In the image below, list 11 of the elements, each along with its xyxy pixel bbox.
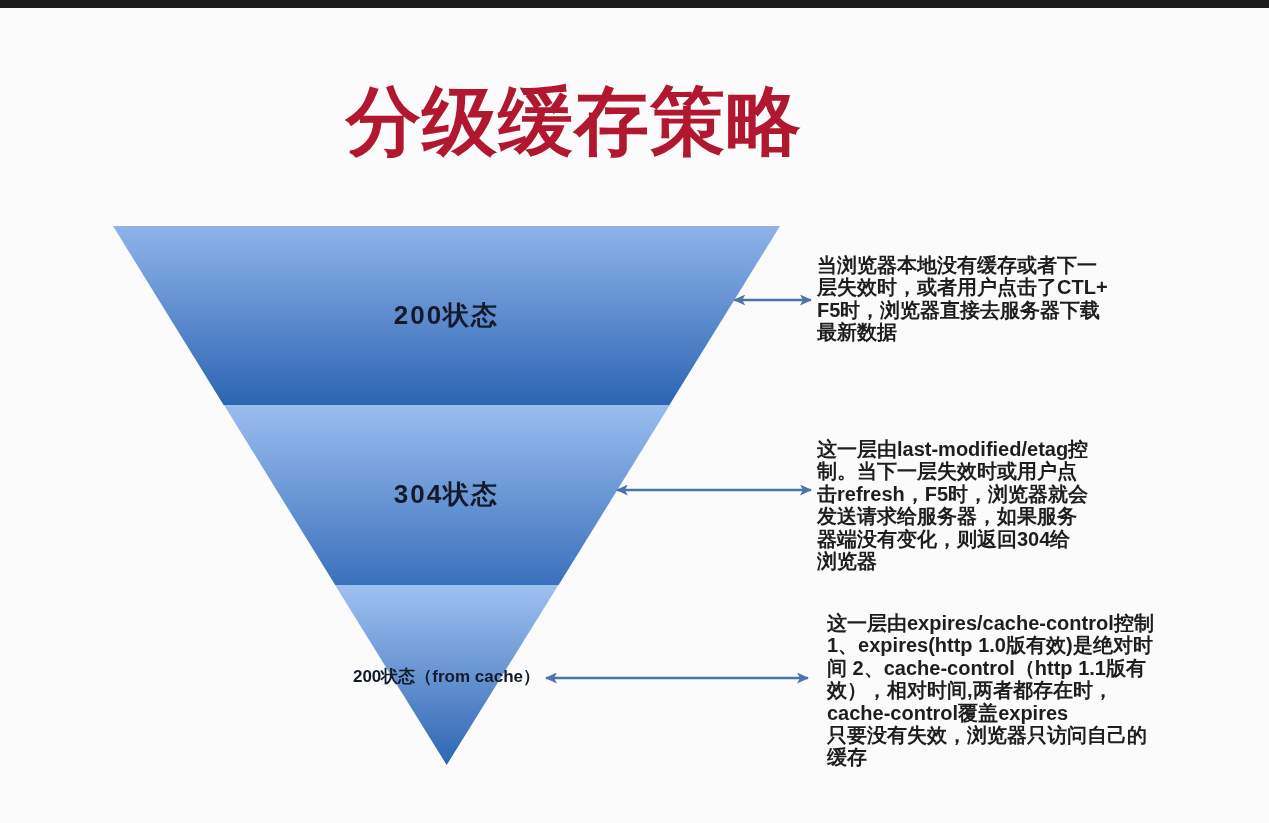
annotation-text: 1、expires(http 1.0版有效)是绝对时间 2、cache-control（http 1.1版有效），相对时间,两者都存在时，cache-control覆盖expires bbox=[827, 634, 1154, 725]
annotation-text: 这一层由last-modified/etag控制。当下一层失效时或用户点击refresh，F5时，浏览器就会发送请求给服务器，如果服务器端没有变化，则返回304给浏览器 bbox=[817, 438, 1090, 573]
annotation-text: 只要没有失效，浏览器只访问自己的缓存 bbox=[827, 724, 1148, 769]
layer-label: 304状态 bbox=[393, 479, 500, 511]
double-arrow bbox=[545, 672, 809, 684]
annotation-text: 当浏览器本地没有缓存或者下一层失效时，或者用户点击了CTL+F5时，浏览器直接去服务器下载最新数据 bbox=[817, 254, 1113, 344]
annotation-text: 这一层由expires/cache-control控制 bbox=[827, 612, 1155, 635]
slide-title: 分级缓存策略 bbox=[346, 80, 802, 163]
double-arrow bbox=[733, 294, 812, 306]
layer-label: 200状态 bbox=[393, 300, 500, 332]
double-arrow bbox=[615, 484, 812, 496]
